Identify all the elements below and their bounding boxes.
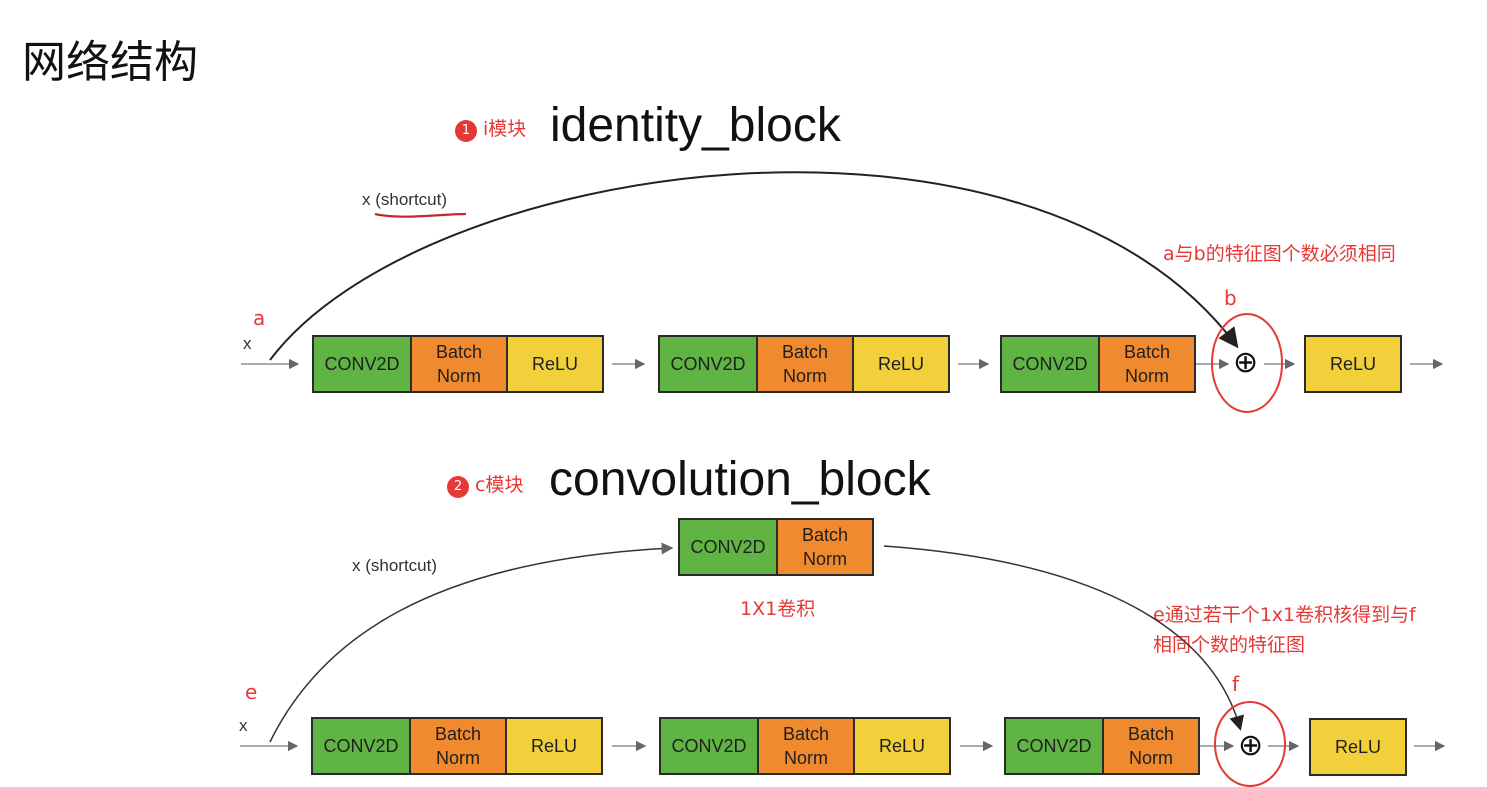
conv2d-layer: CONV2D [1006, 719, 1102, 773]
conv2d-layer: CONV2D [1002, 337, 1098, 391]
relu-layer: ReLU [852, 337, 948, 391]
conv-note-line1: e通过若干个1x1卷积核得到与f [1153, 604, 1416, 626]
conv2d-layer: CONV2D [680, 520, 776, 574]
relu-layer: ReLU [853, 719, 949, 773]
identity-tag: 1 i模块 [455, 114, 526, 142]
identity-add-highlight [1211, 313, 1283, 413]
conv-sum-letter: f [1232, 672, 1240, 696]
shortcut-caption: 1X1卷积 [740, 598, 816, 620]
identity-block-title: identity_block [550, 99, 841, 152]
conv-tag: 2 c模块 [447, 470, 523, 498]
identity-badge: 1 [455, 119, 477, 142]
conv-input-letter: e [245, 680, 258, 704]
conv-note-line2: 相同个数的特征图 [1153, 634, 1306, 656]
conv-unit-3: CONV2D Batch Norm [1004, 717, 1200, 775]
batch-norm-layer: Batch Norm [1102, 719, 1198, 773]
conv-shortcut-in [269, 542, 674, 743]
conv-input-x: x [239, 716, 248, 735]
conv-shortcut-label: x (shortcut) [352, 556, 438, 575]
identity-unit-2: CONV2D Batch Norm ReLU [658, 335, 950, 393]
identity-input-letter: a [253, 306, 266, 330]
batch-norm-layer: Batch Norm [1098, 337, 1194, 391]
batch-norm-layer: Batch Norm [776, 520, 872, 574]
page-title: 网络结构 [22, 37, 198, 88]
identity-tag-text: i模块 [483, 118, 527, 140]
identity-final-relu: ReLU [1304, 335, 1402, 393]
shortcut-unit: CONV2D Batch Norm [678, 518, 874, 576]
shortcut-underline [374, 212, 467, 218]
conv2d-layer: CONV2D [660, 337, 756, 391]
identity-input-x: x [243, 334, 252, 353]
batch-norm-layer: Batch Norm [757, 719, 853, 773]
batch-norm-layer: Batch Norm [756, 337, 852, 391]
identity-unit-1: CONV2D Batch Norm ReLU [312, 335, 604, 393]
conv-block-title: convolution_block [549, 453, 931, 506]
identity-add-icon: ⊕ [1233, 345, 1259, 380]
conv2d-layer: CONV2D [661, 719, 757, 773]
identity-unit-3: CONV2D Batch Norm [1000, 335, 1196, 393]
conv-shortcut-out [883, 545, 1245, 731]
conv-unit-2: CONV2D Batch Norm ReLU [659, 717, 951, 775]
conv2d-layer: CONV2D [314, 337, 410, 391]
identity-sum-letter: b [1224, 286, 1237, 310]
conv2d-layer: CONV2D [313, 719, 409, 773]
identity-shortcut-arc [269, 171, 1239, 361]
conv-add-icon: ⊕ [1238, 728, 1264, 763]
conv-unit-1: CONV2D Batch Norm ReLU [311, 717, 603, 775]
conv-badge: 2 [447, 475, 469, 498]
conv-tag-text: c模块 [475, 474, 524, 496]
conv-final-relu: ReLU [1309, 718, 1407, 776]
identity-shortcut-label: x (shortcut) [362, 190, 448, 209]
relu-layer: ReLU [506, 337, 602, 391]
batch-norm-layer: Batch Norm [409, 719, 505, 773]
identity-note: a与b的特征图个数必须相同 [1163, 243, 1396, 265]
batch-norm-layer: Batch Norm [410, 337, 506, 391]
conv-add-highlight [1214, 701, 1286, 787]
relu-layer: ReLU [505, 719, 601, 773]
